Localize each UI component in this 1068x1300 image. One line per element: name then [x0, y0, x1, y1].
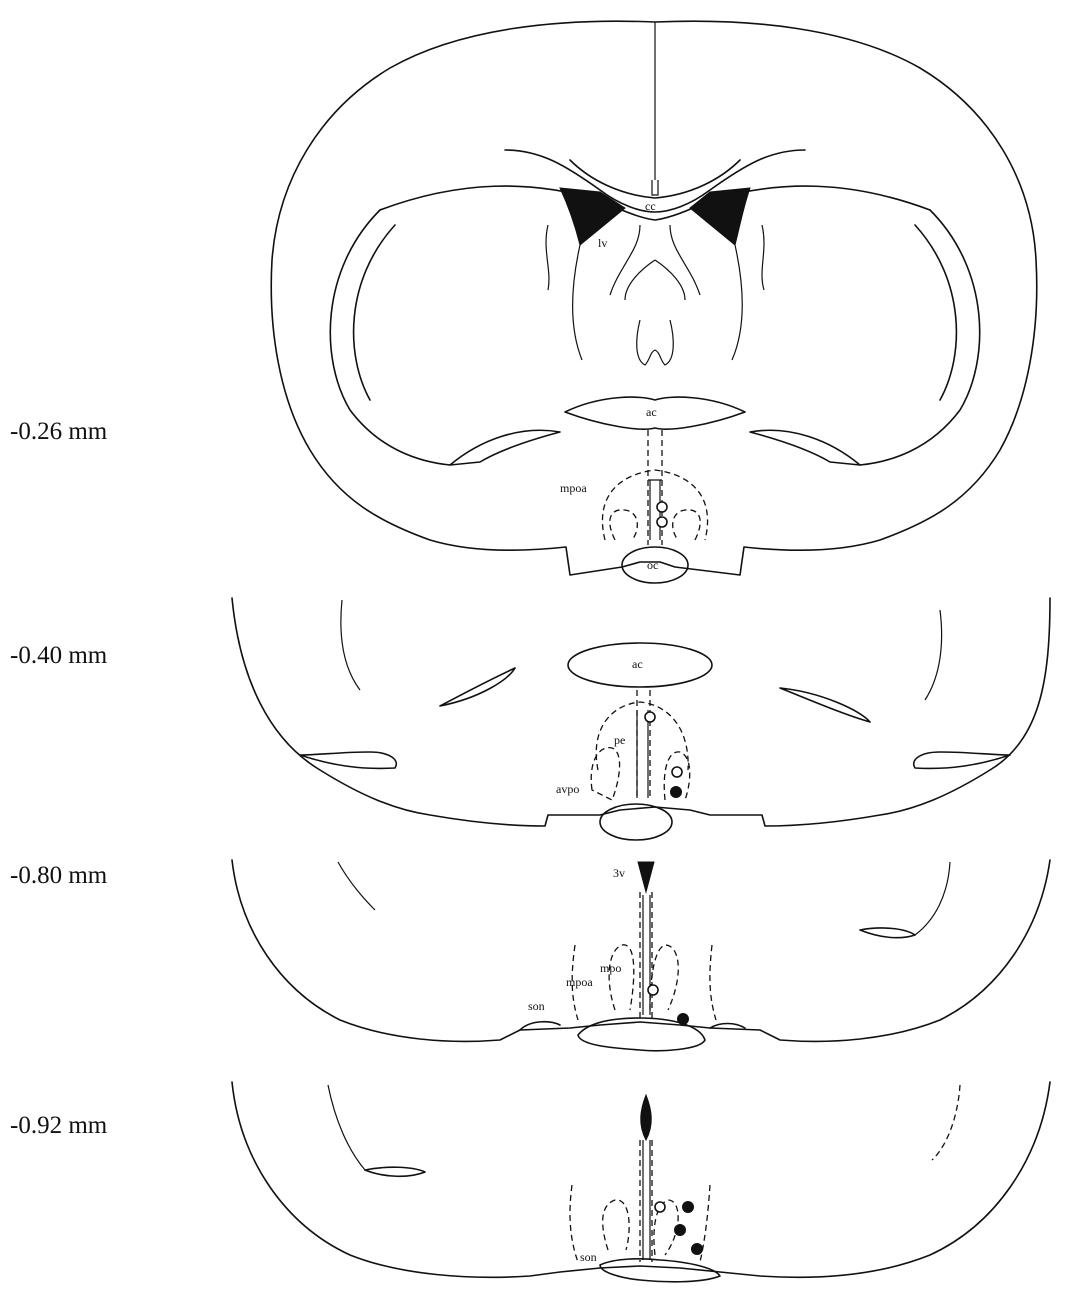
son-right-080 — [710, 1024, 745, 1029]
open-marker — [655, 1202, 665, 1212]
section-092: son — [232, 1082, 1050, 1282]
cortex-inner-boundary — [330, 210, 979, 465]
midline-fissure — [652, 22, 658, 195]
cannula-track-040 — [637, 710, 648, 798]
white-matter-left-040 — [440, 668, 515, 706]
open-marker — [672, 767, 682, 777]
avpo-nucleus-040 — [591, 748, 619, 800]
label-cc: cc — [645, 199, 656, 213]
section-040: ac pe avpo — [232, 598, 1050, 840]
striatum-left-boundary — [546, 225, 582, 360]
label-3v: 3v — [613, 866, 625, 880]
label-pe: pe — [614, 733, 625, 747]
lateral-curve-right-026 — [750, 430, 860, 465]
filled-marker — [692, 1244, 703, 1255]
label-avpo: avpo — [556, 782, 579, 796]
label-ac-026: ac — [646, 405, 657, 419]
mpo-nucleus-left-080 — [609, 945, 634, 1010]
white-matter-left-092 — [365, 1167, 425, 1176]
lateral-ventricle-left — [560, 188, 625, 245]
label-son-080: son — [528, 999, 545, 1013]
label-ac-040: ac — [632, 657, 643, 671]
septal-floor — [637, 320, 674, 365]
cortex-line-right-040 — [925, 610, 942, 700]
septum — [610, 225, 700, 300]
section-080: 3v mpo mpoa son — [232, 860, 1050, 1051]
label-mpoa-080: mpoa — [566, 975, 593, 989]
filled-marker — [678, 1014, 689, 1025]
striatum-right-boundary — [732, 225, 764, 360]
lateral-ventricle-right — [690, 188, 750, 245]
brain-outline-026 — [271, 21, 1036, 575]
cortex-line-left-040 — [341, 600, 360, 690]
mpoa-boundary-right-080 — [710, 945, 716, 1020]
open-marker — [657, 517, 667, 527]
third-ventricle-top-092 — [641, 1095, 652, 1140]
label-mpoa-026: mpoa — [560, 481, 587, 495]
section-026: cc lv ac mpoa oc — [271, 21, 1036, 583]
cortex-line-left-080 — [338, 862, 375, 910]
brain-outline-040 — [232, 598, 1050, 826]
open-marker — [657, 502, 667, 512]
pe-region-040 — [596, 702, 688, 770]
third-ventricle-top-080 — [638, 862, 654, 892]
nucleus-left-092 — [603, 1200, 629, 1250]
white-matter-right-040 — [780, 688, 870, 722]
cortex-line-left-092 — [328, 1085, 365, 1170]
white-matter-right-080 — [860, 928, 915, 938]
open-marker — [645, 712, 655, 722]
label-mpo: mpo — [600, 961, 621, 975]
open-marker — [648, 985, 658, 995]
filled-marker — [683, 1202, 694, 1213]
mpo-nucleus-right-080 — [650, 945, 678, 1010]
region-boundary-left-092 — [570, 1185, 578, 1262]
filled-marker — [675, 1225, 686, 1236]
lateral-curve-left-026 — [450, 430, 560, 465]
nucleus-left-026 — [610, 510, 638, 540]
nucleus-right-026 — [673, 510, 701, 540]
cortex-line-right-092 — [932, 1085, 960, 1160]
label-lv: lv — [598, 236, 607, 250]
filled-marker — [671, 787, 682, 798]
label-son-092: son — [580, 1250, 597, 1264]
cannula-track-092 — [643, 1140, 650, 1260]
cannula-track-080 — [643, 895, 650, 1015]
cortex-line-right-080 — [915, 862, 950, 935]
label-oc: oc — [647, 558, 658, 572]
